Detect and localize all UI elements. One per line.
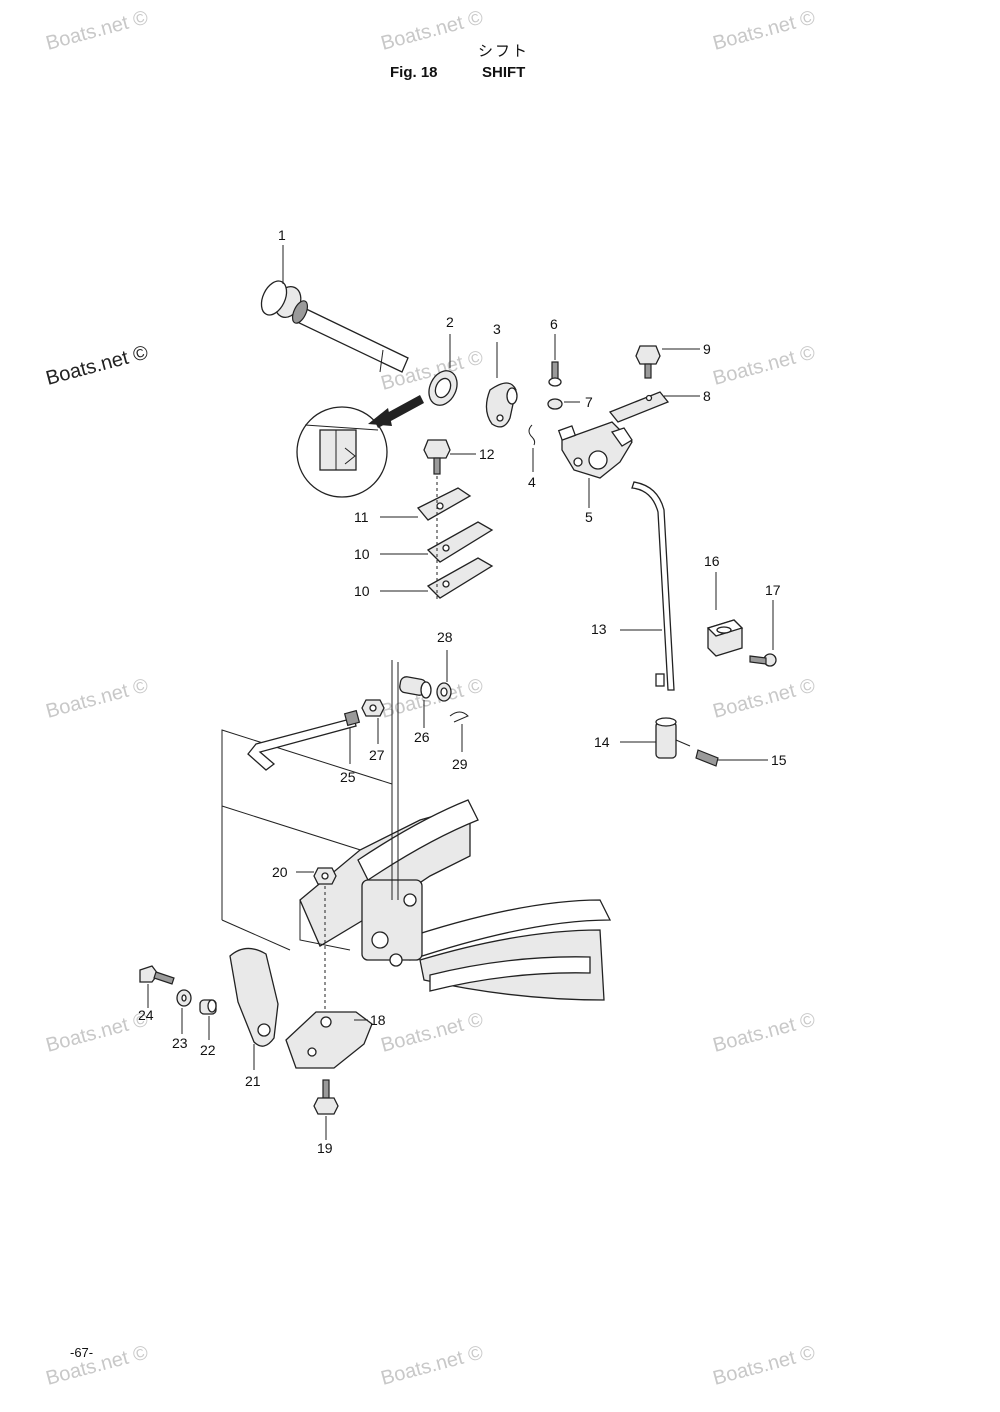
- bolt-part: [139, 965, 175, 1008]
- watermark: Boats.net ©: [44, 341, 151, 389]
- callout-label: 15: [771, 752, 787, 768]
- collar-part: [399, 676, 432, 728]
- callout-label: 6: [550, 316, 558, 332]
- bolt-part: [635, 345, 700, 379]
- callout-labels: 1 2 3 4 5 6 7 8 9 10 10 11 12 13 14 15 1…: [138, 227, 787, 1156]
- callout-label: 14: [594, 734, 610, 750]
- screw-part: [749, 600, 777, 667]
- detail-inset: [296, 395, 424, 498]
- figure-title-japanese: シフト: [478, 42, 530, 60]
- washer-part: [176, 989, 192, 1034]
- washer-part: [436, 650, 452, 702]
- lock-plate-part: [380, 557, 494, 599]
- callout-label: 18: [370, 1012, 386, 1028]
- callout-label: 21: [245, 1073, 261, 1089]
- watermark: Boats.net ©: [44, 1008, 151, 1056]
- watermark: Boats.net ©: [379, 6, 486, 54]
- callout-label: 5: [585, 509, 593, 525]
- callout-label: 7: [585, 394, 593, 410]
- callout-label: 3: [493, 321, 501, 337]
- clip-part: [528, 424, 536, 472]
- watermarks: Boats.net © Boats.net © Boats.net © Boat…: [44, 6, 818, 1389]
- callout-label: 8: [703, 388, 711, 404]
- watermark: Boats.net ©: [379, 674, 486, 722]
- callout-label: 20: [272, 864, 288, 880]
- bolt-part: [423, 439, 476, 475]
- callout-label: 29: [452, 756, 468, 772]
- callout-label: 27: [369, 747, 385, 763]
- callout-label: 9: [703, 341, 711, 357]
- rod-connector-part: [620, 717, 691, 759]
- bolt-part: [313, 1079, 339, 1140]
- page-number: -67-: [70, 1345, 94, 1360]
- nut-part: [361, 699, 385, 744]
- watermark: Boats.net ©: [711, 6, 818, 54]
- screw-part: [548, 334, 562, 387]
- figure-title: SHIFT: [482, 64, 526, 81]
- watermark: Boats.net ©: [711, 1008, 818, 1056]
- callout-label: 24: [138, 1007, 154, 1023]
- callout-label: 10: [354, 546, 370, 562]
- washer-part: [547, 398, 580, 410]
- callout-label: 25: [340, 769, 356, 785]
- shift-bracket-part: [557, 421, 633, 508]
- callout-label: 17: [765, 582, 781, 598]
- callout-label: 16: [704, 553, 720, 569]
- long-bolt-part: [247, 709, 361, 771]
- clip-part: [449, 711, 469, 752]
- watermark: Boats.net ©: [44, 6, 151, 54]
- callout-label: 13: [591, 621, 607, 637]
- figure-number: Fig. 18: [390, 64, 438, 81]
- collar-part: [199, 999, 217, 1040]
- callout-label: 23: [172, 1035, 188, 1051]
- callout-label: 4: [528, 474, 536, 490]
- callout-label: 28: [437, 629, 453, 645]
- watermark: Boats.net ©: [379, 1008, 486, 1056]
- nut-part: [296, 867, 337, 885]
- plate-part: [608, 391, 700, 423]
- callout-label: 26: [414, 729, 430, 745]
- bracket-assembly: [221, 660, 612, 1001]
- watermark: Boats.net ©: [379, 1341, 486, 1389]
- lock-plate-part: [380, 487, 472, 521]
- watermark: Boats.net ©: [44, 1341, 151, 1389]
- watermark: Boats.net ©: [44, 674, 151, 722]
- callout-label: 19: [317, 1140, 333, 1156]
- callout-label: 22: [200, 1042, 216, 1058]
- shift-rod-part: [620, 481, 675, 691]
- callout-label: 1: [278, 227, 286, 243]
- shift-lever-part: [485, 342, 518, 428]
- shift-arm-part: [229, 947, 279, 1070]
- watermark: Boats.net ©: [711, 341, 818, 389]
- watermark: Boats.net ©: [711, 1341, 818, 1389]
- watermark: Boats.net ©: [711, 674, 818, 722]
- callout-label: 11: [354, 509, 369, 525]
- oil-seal-part: [428, 334, 458, 406]
- pin-part: [695, 749, 768, 767]
- callout-label: 10: [354, 583, 370, 599]
- block-part: [706, 572, 744, 657]
- callout-label: 12: [479, 446, 495, 462]
- shift-shaft-part: [260, 245, 409, 373]
- lock-plate-part: [380, 521, 494, 563]
- bracket-part: [285, 1011, 373, 1069]
- callout-label: 2: [446, 314, 454, 330]
